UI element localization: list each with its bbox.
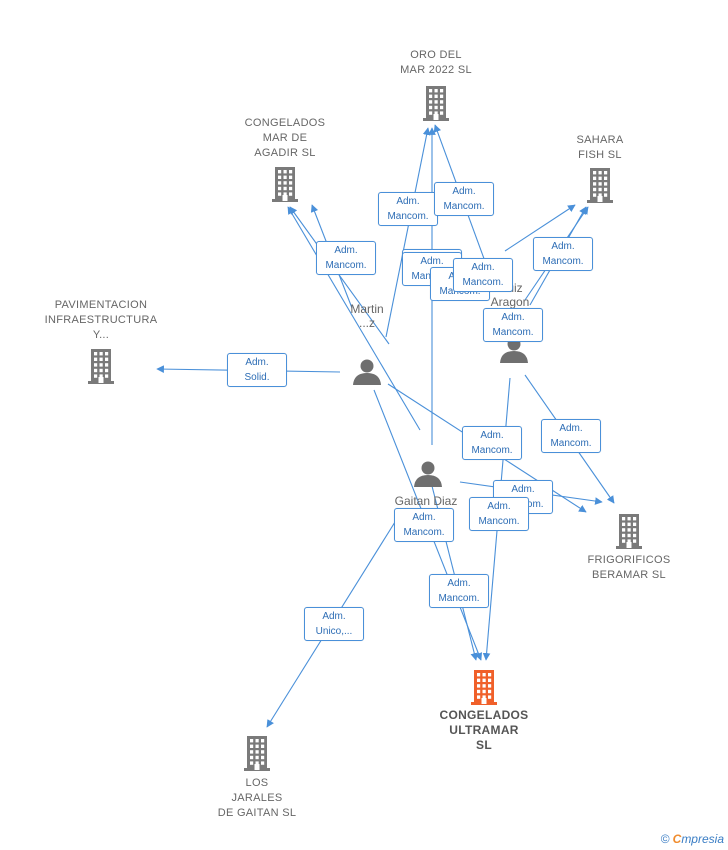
company-label-line: CONGELADOS [244,117,326,129]
relation-type: Mancom. [443,201,485,212]
building-icon[interactable] [471,670,497,705]
company-label-line: ULTRAMAR [449,723,519,737]
building-icon[interactable] [616,514,642,549]
relation-type: Solid. [244,372,270,383]
relation-role: Adm. [322,611,346,622]
relation-badge[interactable]: Adm. Mancom. [394,508,454,542]
relation-badge[interactable]: Adm. Mancom. [453,258,513,292]
relation-badge[interactable]: Adm. Mancom. [533,237,593,271]
relation-role: Adm. [447,578,471,589]
relation-role: Adm. [452,186,476,197]
brand-e-letter: C [672,832,682,846]
company-label-line: CONGELADOS [439,708,529,722]
company-label-line: DE GAITAN SL [217,807,297,819]
relation-badge[interactable]: Adm. Mancom. [462,426,522,460]
relation-badge[interactable]: Adm. Mancom. [469,497,529,531]
relation-badge[interactable]: Adm. Mancom. [483,308,543,342]
building-icon[interactable] [272,167,298,202]
relation-badge[interactable]: Adm. Unico,... [304,607,364,641]
copyright-symbol: © [660,832,670,846]
relation-role: Adm. [396,196,420,207]
company-label-line: LOS [245,777,269,789]
person-label-line: Aragon [490,295,530,309]
relation-role: Adm. [480,430,504,441]
relation-type: Mancom. [325,260,367,271]
relation-badge[interactable]: Adm. Solid. [227,353,287,387]
person-label-line: Gaitan Diaz [394,494,458,508]
person-icon[interactable] [353,359,381,386]
company-label-jarales[interactable]: LOS JARALES DE GAITAN SL [182,776,332,821]
company-label-line: SAHARA [576,134,624,146]
company-label-line: BERAMAR SL [592,569,666,581]
company-label-line: INFRAESTRUCTURA [44,314,158,326]
relation-type: Mancom. [492,327,534,338]
relation-role: Adm. [245,357,269,368]
relation-role: Adm. [334,245,358,256]
building-icon[interactable] [587,168,613,203]
company-label-line: MAR DE [262,132,308,144]
person-label-martin[interactable]: Martin...z [312,302,422,330]
relation-role: Adm. [551,241,575,252]
company-label-line: FRIGORIFICOS [587,554,671,566]
relation-badge[interactable]: Adm. Mancom. [378,192,438,226]
nodes [88,86,642,771]
company-label-line: AGADIR SL [254,147,316,159]
relation-role: Adm. [501,312,525,323]
company-label-line: ORO DEL [410,49,462,61]
person-label-line: ...z [358,316,375,330]
relation-type: Mancom. [387,211,429,222]
building-icon[interactable] [244,736,270,771]
building-icon[interactable] [88,349,114,384]
brand-name: mpresia [681,832,724,846]
company-label-congelados-agadir[interactable]: CONGELADOS MAR DE AGADIR SL [210,116,360,161]
relation-role: Adm. [511,484,535,495]
relation-badge[interactable]: Adm. Mancom. [434,182,494,216]
relation-edge [385,127,431,338]
relation-role: Adm. [487,501,511,512]
relation-edge [287,206,421,431]
person-label-gaitan[interactable]: Gaitan Diaz [371,494,481,508]
relation-badge[interactable]: Adm. Mancom. [541,419,601,453]
relation-badge[interactable]: Adm. Mancom. [316,241,376,275]
company-label-oro[interactable]: ORO DEL MAR 2022 SL [361,48,511,78]
relation-type: Unico,... [315,626,353,637]
relation-role: Adm. [412,512,436,523]
company-label-pavimentacion[interactable]: PAVIMENTACION INFRAESTRUCTURA Y... [26,298,176,343]
relation-type: Mancom. [403,527,445,538]
relation-role: Adm. [471,262,495,273]
relation-type: Mancom. [542,256,584,267]
relation-role: Adm. [420,256,444,267]
relation-type: Mancom. [471,445,513,456]
relation-role: Adm. [559,423,583,434]
company-label-sahara[interactable]: SAHARA FISH SL [525,133,675,163]
relation-type: Mancom. [478,516,520,527]
company-label-line: PAVIMENTACION [54,299,148,311]
brand-logo: ©Cmpresia [661,832,724,846]
building-icon[interactable] [423,86,449,121]
company-label-line: SL [476,738,492,752]
company-label-line: FISH SL [578,149,622,161]
company-label-frigorificos[interactable]: FRIGORIFICOS BERAMAR SL [554,553,704,583]
company-label-line: Y... [92,329,110,341]
relation-type: Mancom. [550,438,592,449]
relation-type: Mancom. [438,593,480,604]
relation-type: Mancom. [462,277,504,288]
company-label-line: MAR 2022 SL [400,64,472,76]
relation-badge[interactable]: Adm. Mancom. [429,574,489,608]
person-icon[interactable] [414,461,442,488]
company-label-line: JARALES [231,792,283,804]
relation-edge [504,204,576,252]
person-label-line: Martin [350,302,384,316]
